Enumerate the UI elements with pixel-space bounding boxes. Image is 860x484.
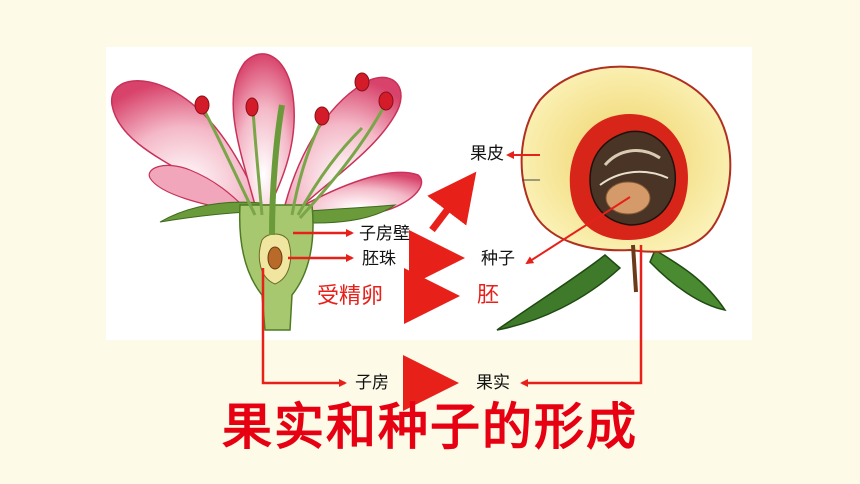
arrow-pit-to-seed	[525, 196, 631, 265]
flower-illustration	[111, 53, 423, 331]
arrow-ovary-wall-to-pericarp	[427, 171, 477, 233]
ovary-wall-label: 子房壁	[359, 224, 410, 244]
arrow-peach-to-fruit	[520, 245, 643, 387]
fruit-label: 果实	[476, 373, 510, 393]
pericarp-label: 果皮	[470, 144, 504, 164]
ovary-label: 子房	[355, 373, 389, 393]
ovule-label: 胚珠	[362, 249, 396, 269]
page-title: 果实和种子的形成	[222, 398, 638, 456]
connector-arrows	[261, 151, 643, 411]
arrow-flower-to-ovary	[261, 268, 347, 387]
fertilized-egg-label: 受精卵	[317, 284, 384, 309]
embryo-label: 胚	[477, 283, 500, 308]
seed-label: 种子	[481, 249, 515, 269]
peach-illustration	[496, 65, 732, 331]
